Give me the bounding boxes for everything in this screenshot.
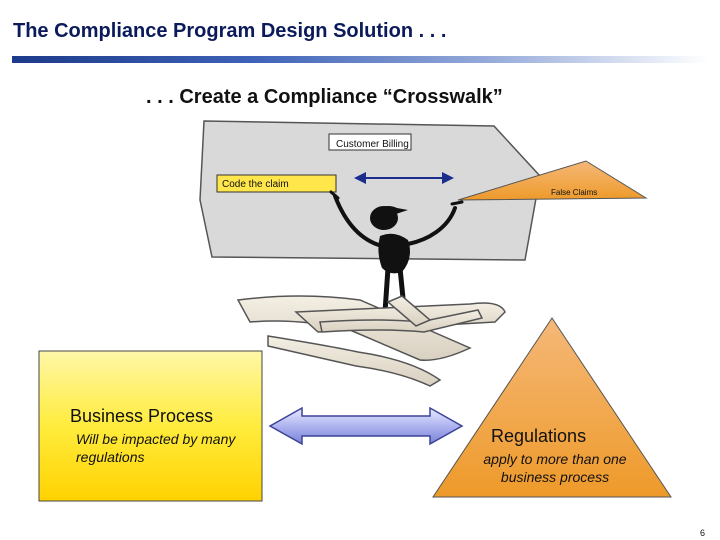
background-panel (199, 120, 541, 261)
business-process-box (38, 350, 263, 502)
code-claim-tag (216, 174, 337, 193)
business-process-subtitle: Will be impacted by many regulations (76, 431, 236, 465)
false-claims-triangle (457, 160, 648, 201)
regulations-subtitle: apply to more than one business process (483, 451, 627, 485)
figure-body (378, 233, 410, 274)
code-claim-label: Code the claim (222, 179, 289, 190)
figure-cap (372, 206, 408, 214)
business-process-title: Business Process (70, 406, 214, 426)
process-regulation-arrow (268, 406, 464, 446)
crosswalk-line-arrow (354, 172, 454, 184)
regulations-triangle (432, 317, 672, 498)
customer-billing-tag (328, 133, 412, 151)
regulations-title: Regulations (491, 426, 587, 446)
customer-billing-label: Customer Billing (336, 139, 409, 150)
title-rule (12, 56, 708, 63)
slide-subtitle: . . . Create a Compliance “Crosswalk” (146, 86, 503, 108)
page-number: 6 (700, 528, 706, 538)
page-title: The Compliance Program Design Solution .… (13, 20, 447, 42)
crossing-planks (236, 295, 506, 387)
false-claims-label: False Claims (551, 188, 598, 197)
